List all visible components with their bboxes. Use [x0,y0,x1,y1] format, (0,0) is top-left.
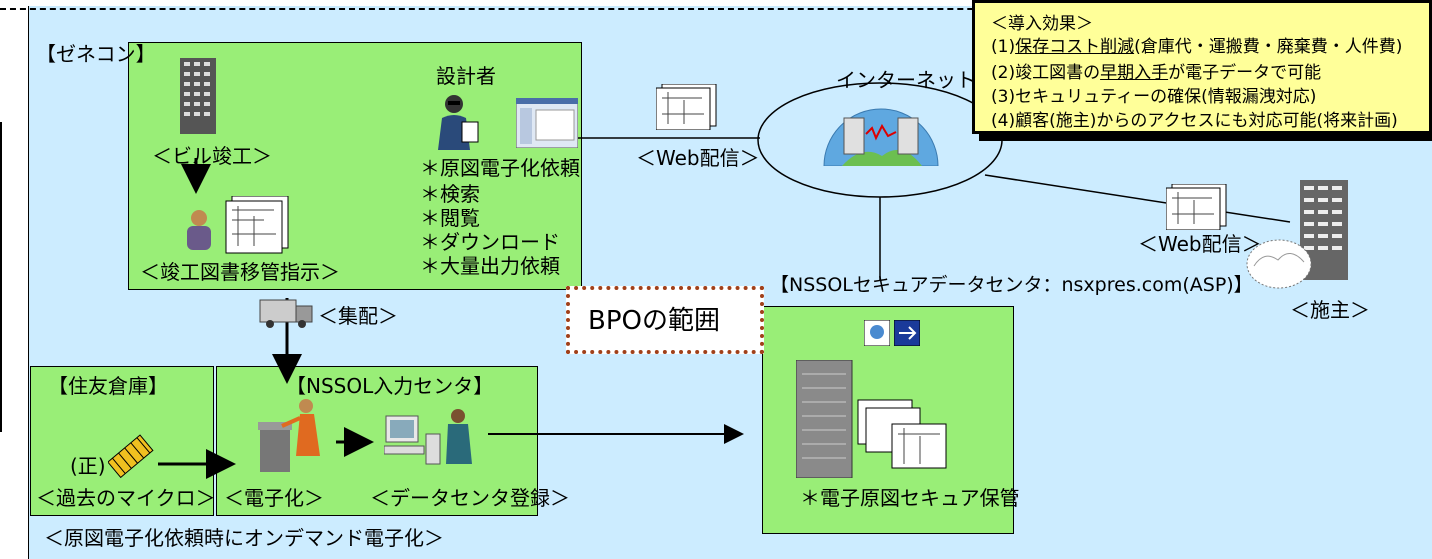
effect-item-2-number: (2) [991,63,1016,83]
internet-label: インターネット [836,68,976,92]
drawing-document-icon [1166,184,1227,230]
clerk-person-icon [187,210,211,250]
effects-title: ＜導入効果＞ [991,14,1093,34]
effect-item-1-number: (1) [991,37,1016,57]
left-border-line [0,122,2,432]
web-delivery-label: ＜Web配信＞ [636,146,760,170]
bpo-scope-box: BPOの範囲 [566,286,764,354]
app-icon-transfer [894,320,920,346]
instruction-label: ＜竣工図書移管指示＞ [140,260,340,284]
scanner-operator-icon [258,399,320,472]
effect-item-2-prefix: 竣工図書の [1015,63,1101,83]
datacenter-register-label: ＜データセンタ登録＞ [370,486,570,510]
effect-item-1-emphasis: 保存コスト削減 [1015,37,1135,57]
internet-globe-icon [823,108,939,166]
top-dashed-border [0,8,1432,10]
task-item: ＊ダウンロード [420,230,560,254]
sumitomo-label: 【住友倉庫】 [48,374,168,398]
task-item: ＊検索 [420,182,480,206]
office-building-icon [180,58,216,134]
effect-item-2: (2)竣工図書の早期入手が電子データで可能 [991,58,1321,83]
internet-owner-link [984,174,1291,223]
effect-item-2-emphasis: 早期入手 [1100,63,1169,83]
general-contractor-label: 【ゼネコン】 [36,42,156,66]
owner-label: ＜施主＞ [1290,298,1370,322]
introduction-effects-box: ＜導入効果＞ (1)保存コスト削減(倉庫代・運搬費・廃棄費・人件費) (2)竣工… [972,0,1432,134]
workstation-operator-icon [384,409,472,465]
input-center-label: 【NSSOL入力センタ】 [286,374,494,398]
past-microfilm-label: ＜過去のマイクロ＞ [36,486,216,510]
delivery-truck-icon [259,299,313,328]
task-item: ＊大量出力依頼 [420,254,560,278]
web-delivery-label: ＜Web配信＞ [1138,232,1262,256]
collection-label: ＜集配＞ [318,304,398,328]
effect-item-4-text: 顧客(施主)からのアクセスにも対応可能(将来計画) [1015,111,1398,131]
effect-item-3-number: (3) [991,87,1016,107]
effect-item-1-text: (倉庫代・運搬費・廃棄費・人件費) [1134,37,1403,57]
effect-item-4-number: (4) [991,111,1016,131]
server-storage-icon [796,360,947,478]
designer-person-icon [438,95,479,150]
sumitomo-box [30,366,214,516]
designer-label: 設計者 [436,64,496,88]
effect-item-1: (1)保存コスト削減(倉庫代・運搬費・廃棄費・人件費) [991,32,1402,57]
app-icon-tools [864,320,890,346]
effect-item-3: (3)セキュリュティーの確保(情報漏洩対応) [991,82,1316,107]
drawing-document-icon [225,196,289,254]
task-item: ＊原図電子化依頼 [420,156,580,180]
microfilm-icon [108,434,154,479]
seal-label: (正) [70,454,106,478]
effect-item-3-text: セキュリュティーの確保(情報漏洩対応) [1015,87,1317,107]
secure-storage-label: ＊電子原図セキュア保管 [800,486,1020,510]
tree-sketch-icon [1246,239,1312,289]
bpo-scope-label: BPOの範囲 [588,306,720,336]
drawing-document-icon [656,84,717,130]
datacenter-label: 【NSSOLセキュアデータセンタ：nsxpres.com(ASP)】 [770,274,1253,296]
on-demand-label: ＜原図電子化依頼時にオンデマンド電子化＞ [44,526,444,550]
building-completion-label: ＜ビル竣工＞ [152,144,272,168]
web-screen-icon [516,98,578,148]
task-item: ＊閲覧 [420,206,480,230]
digitize-label: ＜電子化＞ [224,486,324,510]
effect-item-2-text: が電子データで可能 [1168,63,1322,83]
effect-item-4: (4)顧客(施主)からのアクセスにも対応可能(将来計画) [991,106,1398,131]
